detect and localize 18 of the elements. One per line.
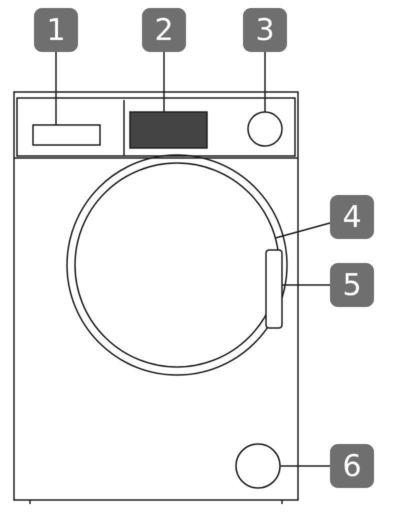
callout-number: 4 (330, 195, 374, 239)
callout-number: 3 (243, 8, 287, 52)
detergent-drawer (32, 124, 101, 146)
callout-number: 6 (330, 444, 374, 488)
leader-line (264, 52, 266, 112)
callout-number: 5 (330, 263, 374, 307)
callout-number: 2 (142, 8, 186, 52)
leader-line (282, 284, 330, 286)
leader-line (163, 52, 165, 112)
door-handle (265, 249, 283, 329)
control-panel-display (129, 111, 208, 149)
filter-cover (235, 443, 281, 489)
program-dial (247, 111, 283, 147)
leader-line (280, 465, 330, 467)
door-window (74, 162, 280, 368)
leader-line (275, 222, 330, 239)
leader-line (55, 52, 57, 125)
callout-number: 1 (34, 8, 78, 52)
